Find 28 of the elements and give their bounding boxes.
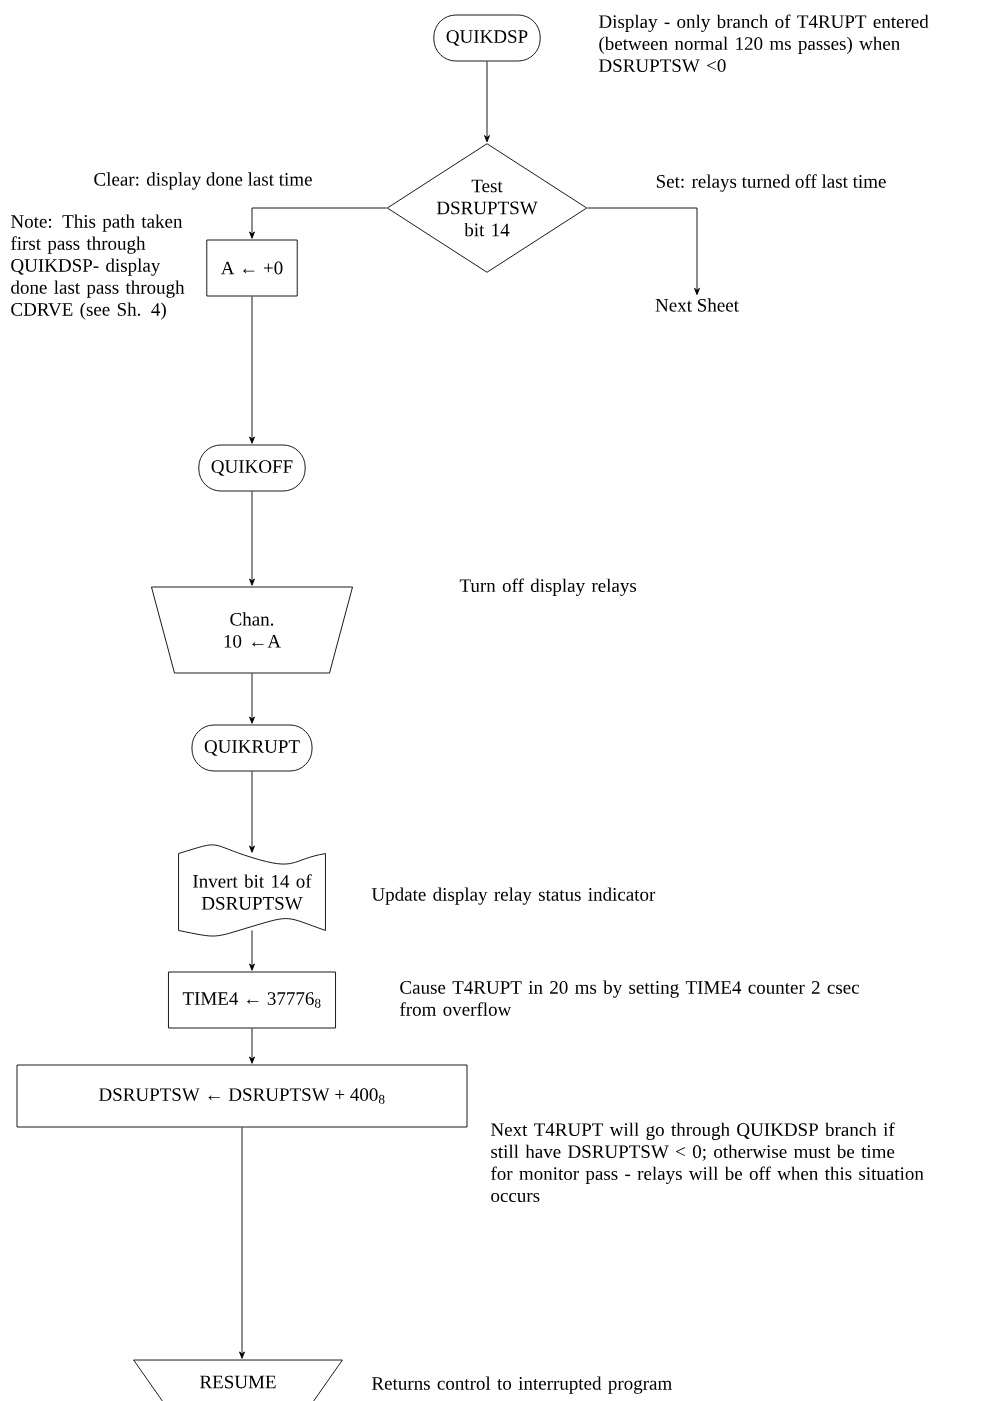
annotation-text: Update display relay status indicator xyxy=(371,887,656,905)
edge-label: Clear: display done last time xyxy=(94,172,312,190)
arrow xyxy=(484,61,490,143)
terminal-box: QUIKOFF xyxy=(198,444,306,492)
arrow xyxy=(249,296,255,444)
arrow xyxy=(249,1028,255,1064)
exit-trapezoid: RESUME xyxy=(133,1359,343,1401)
annotation-text: Display - only branch of T4RUPT entered (between normal 120 ms passes) when DSRUPTSW <0 xyxy=(599,14,929,73)
terminal-box: QUIKRUPT xyxy=(191,724,313,772)
connector-text: Next Sheet xyxy=(655,298,739,312)
process-box: A ← +0 xyxy=(206,239,298,297)
arrow xyxy=(249,207,388,239)
process-box: TIME4 ← 37776$_{8}$ xyxy=(168,971,336,1029)
process-box: DSRUPTSW ← DSRUPTSW + 400$_{8}$ xyxy=(16,1064,468,1128)
annotation-text: Cause T4RUPT in 20 ms by setting TIME4 counter 2 csec from overflow xyxy=(400,980,859,1016)
arrow xyxy=(239,1127,245,1359)
note-text: Turn off display relays xyxy=(459,578,637,596)
arrow xyxy=(249,673,255,724)
annotation-text: Next T4RUPT will go through QUIKDSP branch if still have DSRUPTSW < 0; otherwise must be time for monitor pass - relays will be off when this situation occurs xyxy=(491,1122,924,1203)
arrow xyxy=(249,771,255,853)
arrow xyxy=(586,207,700,296)
output-trapezoid: Chan. 10 ←A xyxy=(151,586,353,674)
note-text: Note: This path taken first pass through QUIKDSP- display done last pass through CDRVE (see Sh. 4) xyxy=(11,214,185,320)
annotation-text: Returns control to interrupted program xyxy=(372,1376,672,1394)
edge-label: Set: relays turned off last time xyxy=(656,174,886,192)
terminal-box: QUIKDSP xyxy=(433,14,541,62)
arrow xyxy=(249,930,255,971)
arrow xyxy=(249,491,255,586)
